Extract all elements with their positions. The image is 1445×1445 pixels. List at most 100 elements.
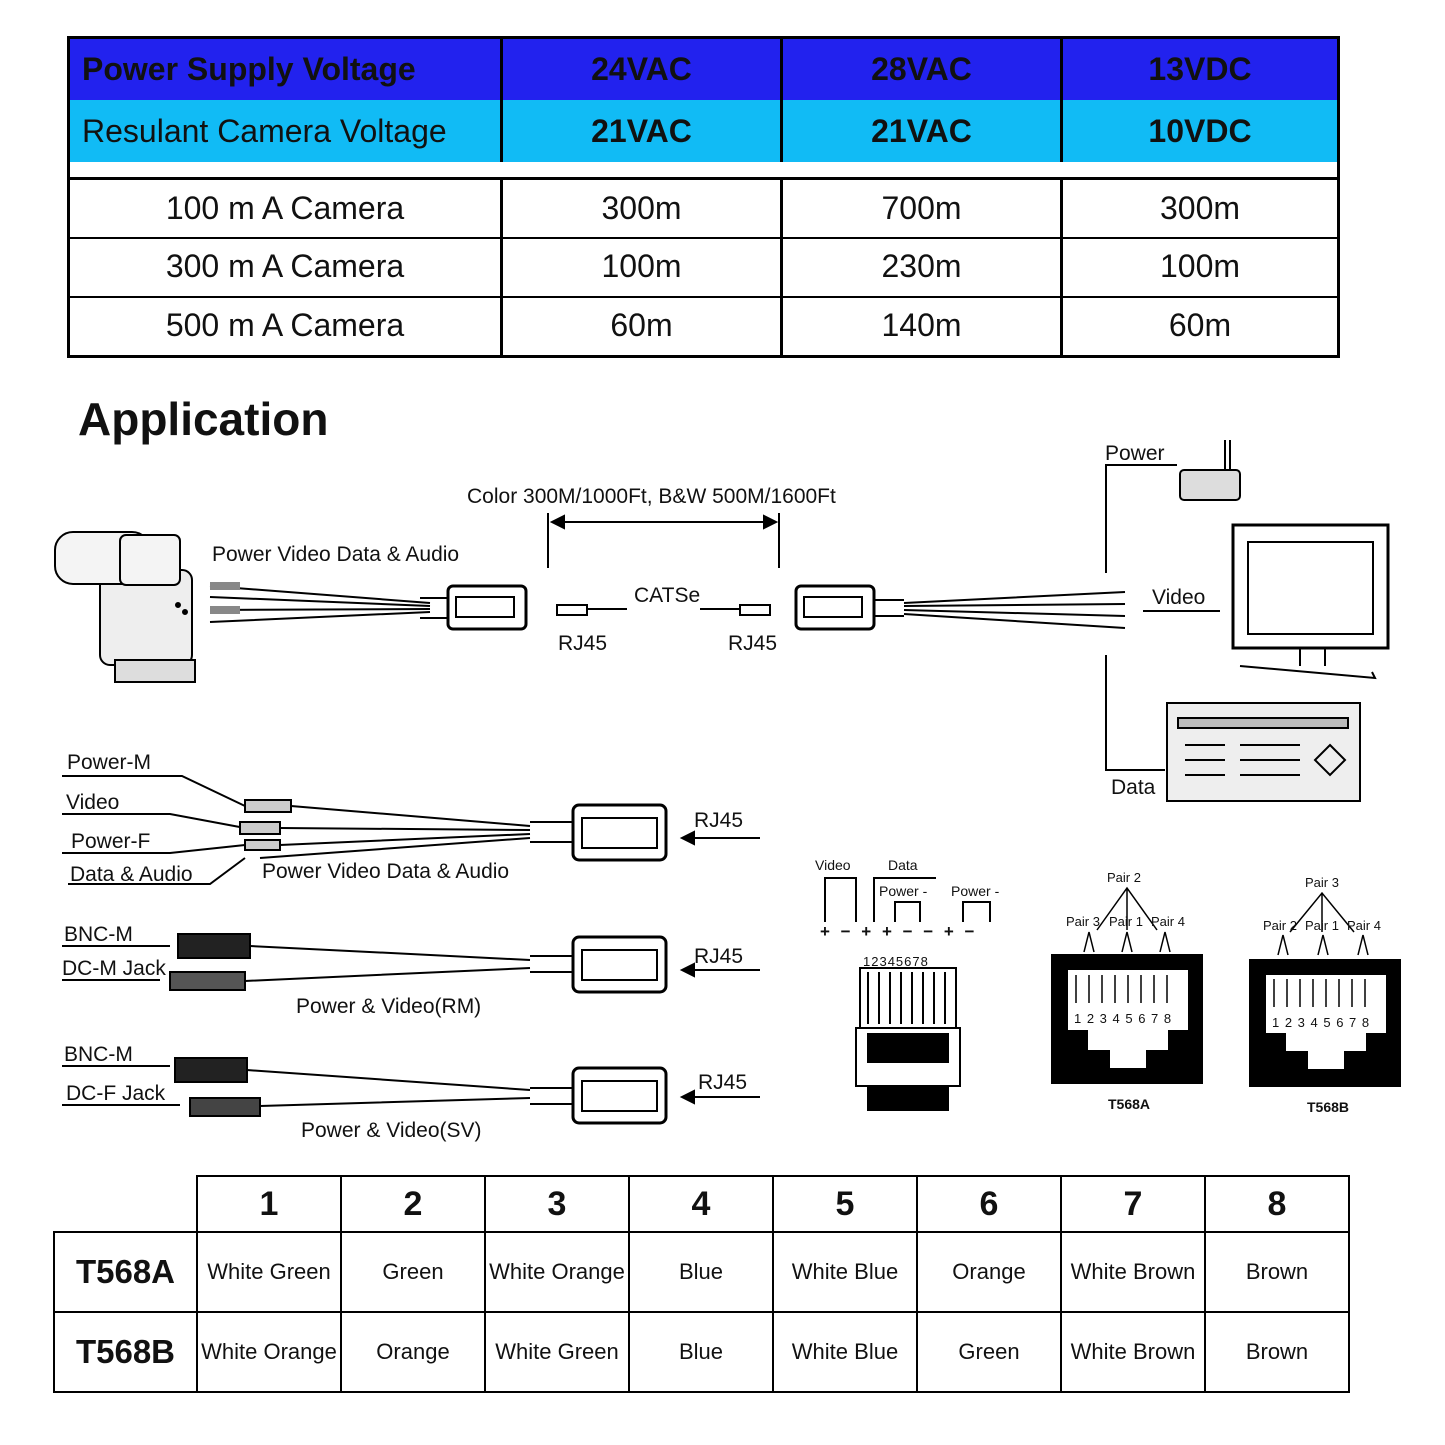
pin-number: 3 (484, 1175, 630, 1233)
corner-cell (54, 1176, 198, 1233)
header-cell: Power Supply Voltage (70, 39, 503, 100)
subheader-cell: 21VAC (503, 100, 783, 162)
table-cell: 300 m A Camera (70, 237, 503, 296)
table-cell: 700m (783, 179, 1063, 237)
table-cell: 300m (1159, 189, 1241, 226)
pinout-data-label: Data (888, 857, 918, 873)
t568a-pair4-label: Pair 4 (1151, 914, 1185, 929)
video-lead-label: Video (66, 791, 120, 814)
table-cell: 500 m A Camera (70, 296, 503, 355)
wire-color: Green (340, 1231, 486, 1313)
pinout-power2-label: Power - (951, 883, 1000, 899)
table-row: 300 m A Camera 100m 230m 100m (70, 237, 1337, 298)
t568b-pin-numbers: 1 2 3 4 5 6 7 8 (1272, 1015, 1371, 1030)
table-cell: 60m (503, 296, 783, 355)
distance-label: Color 300M/1000Ft, B&W 500M/1600Ft (467, 485, 836, 508)
pinout-video-label: Video (815, 857, 851, 873)
pinout-pin-numbers: 12345678 (863, 954, 929, 969)
pin-header-row: 1 2 3 4 5 6 7 8 (54, 1175, 1350, 1233)
pinout-signs: + − + + − − + − (820, 922, 978, 941)
table-row: T568A White Green Green White Orange Blu… (53, 1231, 1350, 1313)
table-cell: 300m (503, 179, 783, 237)
monitor-icon (1231, 523, 1390, 680)
wire-color: White Orange (196, 1311, 342, 1393)
wire-color: White Green (196, 1231, 342, 1313)
power-adapter-icon (1179, 440, 1241, 501)
t568b-pair3-label: Pair 3 (1305, 875, 1339, 890)
standard-name: T568A (53, 1231, 198, 1313)
dc-f-jack-label: DC-F Jack (66, 1082, 166, 1105)
table-cell: 60m (1168, 307, 1232, 343)
wire-color: Blue (628, 1311, 774, 1393)
cable-type-label: CATSe (634, 584, 701, 607)
pin-number: 7 (1060, 1175, 1206, 1233)
header-cell: 24VAC (503, 39, 783, 100)
data-label: Data (1111, 776, 1156, 799)
power-label: Power (1105, 442, 1165, 465)
dc-m-jack-label: DC-M Jack (62, 957, 166, 980)
subheader-cell: Resulant Camera Voltage (70, 100, 503, 162)
pin-number: 2 (340, 1175, 486, 1233)
table-cell: 100m (503, 237, 783, 296)
table-row: 500 m A Camera 60m 140m 60m (70, 296, 1337, 355)
t568b-pair2-label: Pair 2 (1263, 918, 1297, 933)
table-cell: 100m (1159, 248, 1241, 284)
ptz-camera-icon (54, 531, 196, 683)
t568a-pair1-label: Pair 1 (1109, 914, 1143, 929)
wire-color: Brown (1204, 1231, 1350, 1313)
header-cell: 28VAC (783, 39, 1063, 100)
wire-color: Blue (628, 1231, 774, 1313)
camera-cable-label: Power Video Data & Audio (212, 543, 460, 566)
wire-color: White Orange (484, 1231, 630, 1313)
wire-color: Green (916, 1311, 1062, 1393)
t568a-pin-numbers: 1 2 3 4 5 6 7 8 (1074, 1011, 1173, 1026)
controller-keyboard-icon (1166, 702, 1361, 802)
wire-color: White Brown (1060, 1311, 1206, 1393)
table-cell: 100 m A Camera (70, 179, 503, 237)
pin-number: 1 (196, 1175, 342, 1233)
table-cell: 140m (783, 296, 1063, 355)
wire-color: White Brown (1060, 1231, 1206, 1313)
power-f-label: Power-F (71, 830, 151, 853)
wire-color: White Blue (772, 1311, 918, 1393)
data-audio-label: Data & Audio (70, 863, 193, 886)
balun-right-icon (794, 584, 904, 631)
standard-name: T568B (53, 1311, 198, 1393)
pin-color-table: 1 2 3 4 5 6 7 8 T568A White Green Green … (53, 1175, 1350, 1393)
pin-number: 4 (628, 1175, 774, 1233)
balun2-caption: Power & Video(RM) (296, 995, 482, 1018)
table-cell: 230m (783, 237, 1063, 296)
balun-left-icon (420, 584, 528, 631)
wire-color: White Green (484, 1311, 630, 1393)
pin-number: 8 (1204, 1175, 1350, 1233)
pin-number: 5 (772, 1175, 918, 1233)
voltage-distance-table: Power Supply Voltage 24VAC 28VAC 13VDC R… (67, 36, 1340, 358)
balun2-rj45-label: RJ45 (694, 945, 744, 968)
t568a-name: T568A (1108, 1096, 1151, 1112)
video-label: Video (1152, 586, 1206, 609)
table-subheader-row: Resulant Camera Voltage 21VAC 21VAC 10VD… (70, 100, 1337, 165)
header-cell: 13VDC (1148, 51, 1252, 87)
wire-color: Orange (916, 1231, 1062, 1313)
wire-color: White Blue (772, 1231, 918, 1313)
rj45-left-label: RJ45 (558, 632, 608, 655)
balun1-rj45-label: RJ45 (694, 809, 744, 832)
pinout-power1-label: Power - (879, 883, 928, 899)
bnc-m-label: BNC-M (64, 923, 133, 946)
subheader-cell: 10VDC (1148, 112, 1252, 149)
bnc-m-label: BNC-M (64, 1043, 133, 1066)
t568b-pair1-label: Pair 1 (1305, 918, 1339, 933)
table-row: T568B White Orange Orange White Green Bl… (53, 1311, 1350, 1393)
pin-number: 6 (916, 1175, 1062, 1233)
application-title: Application (78, 393, 329, 445)
rj45-right-label: RJ45 (728, 632, 778, 655)
balun3-rj45-label: RJ45 (698, 1071, 748, 1094)
subheader-cell: 21VAC (783, 100, 1063, 162)
t568a-pair2-label: Pair 2 (1107, 870, 1141, 885)
wire-color: Orange (340, 1311, 486, 1393)
t568b-name: T568B (1307, 1099, 1350, 1115)
table-gap (70, 162, 1337, 180)
wire-color: Brown (1204, 1311, 1350, 1393)
t568b-pair4-label: Pair 4 (1347, 918, 1381, 933)
